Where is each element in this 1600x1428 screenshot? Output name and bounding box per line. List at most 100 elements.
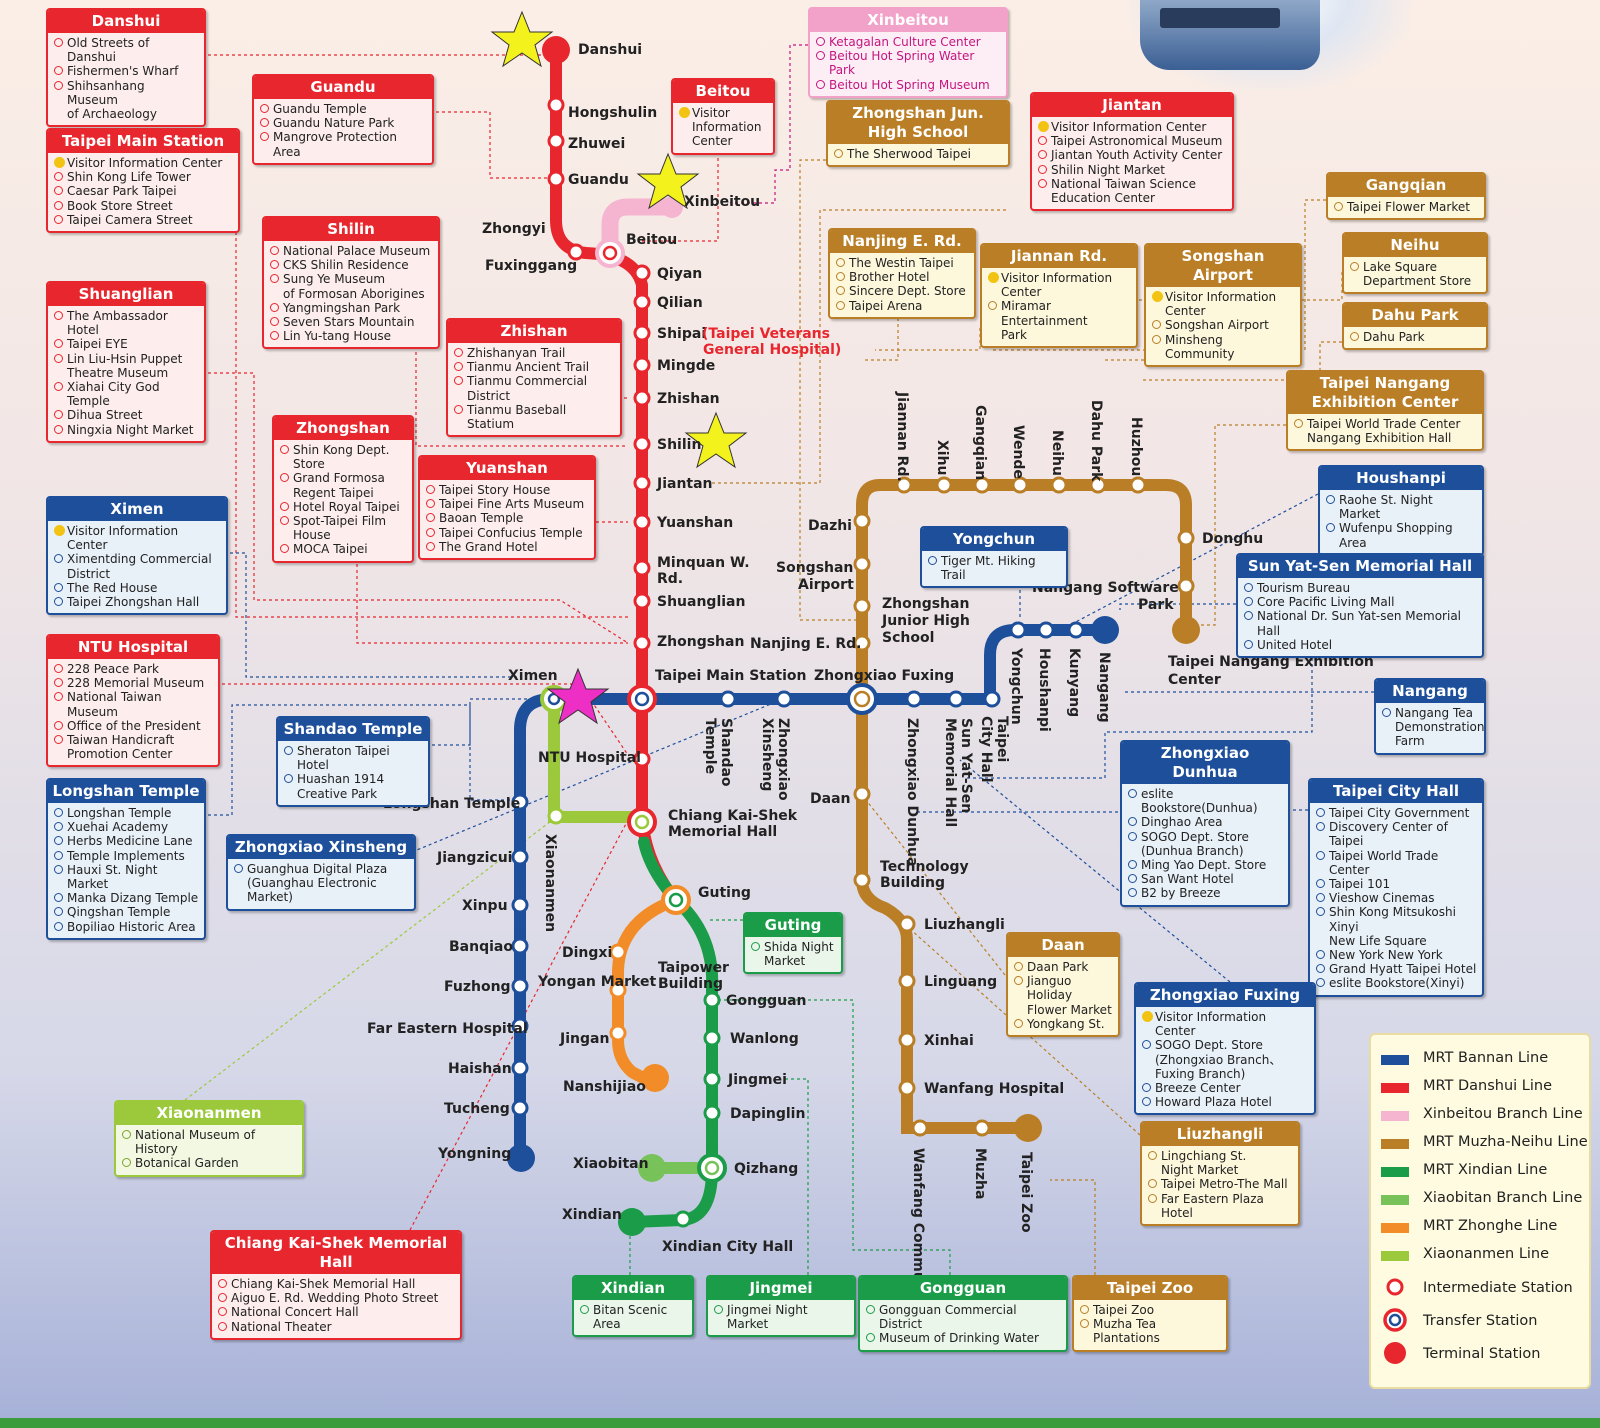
attraction-item: Lin Liu-Hsin Puppet Theatre Museum [54,352,199,380]
attraction-item: Taipei Confucius Temple [426,526,589,540]
station-label: Neihu [1049,430,1065,476]
legend-label: MRT Danshui Line [1423,1078,1553,1094]
card-title: Zhongshan [274,417,412,440]
legend-swatch-danshui [1381,1083,1409,1093]
card-title: Jiannan Rd. [982,245,1136,268]
attraction-item: Huashan 1914 Creative Park [284,772,423,801]
station-label: Shilin [657,437,701,453]
station-labels: Danshui Hongshulin Zhuwei Guandu Zhongyi… [367,42,1374,1312]
attraction-list: Tiger Mt. Hiking Trail [922,551,1066,586]
train-window [1160,8,1280,28]
card-title: Zhongshan Jun. High School [828,102,1008,144]
station-label: Shandao [718,718,734,787]
station-label: Airport [798,577,854,593]
station-label: Qizhang [734,1161,798,1177]
star-icon [636,152,700,210]
card-title: Sun Yat-Sen Memorial Hall [1238,555,1482,578]
station-label: Yongchun [1008,647,1024,725]
station-label: Dapinglin [730,1106,805,1122]
attraction-item: Mangrove Protection Area [260,130,427,159]
card-title: Longshan Temple [48,780,204,803]
attraction-item: Taipei Fine Arts Museum [426,497,589,511]
attraction-item: Lake Square Department Store [1350,260,1481,288]
attraction-item: Shin Kong Life Tower [54,170,233,184]
attraction-item: Guandu Temple [260,102,427,116]
attraction-item: Taipei Arena [836,299,969,313]
station-label: Donghu [1202,531,1263,547]
station-label: Jingan [559,1031,609,1047]
station-label: Qilian [657,295,703,311]
station-label: Dahu Park [1088,400,1104,482]
station-label: Zhishan [657,391,720,407]
attraction-item: National Dr. Sun Yat-sen Memorial Hall [1244,609,1477,638]
attraction-item: Breeze Center [1142,1081,1309,1095]
legend-label: Xinbeitou Branch Line [1423,1106,1583,1122]
attraction-item: Museum of Drinking Water [866,1331,1061,1345]
card-title: Shuanglian [48,283,204,306]
station-label: Memorial Hall [668,824,777,840]
attraction-item: Lingchiang St. Night Market [1148,1149,1293,1177]
card-title: Daan [1008,934,1118,957]
attraction-item: Taipei World Trade Center [1316,849,1477,877]
attraction-item: Miramar Entertainment Park [988,299,1131,342]
station-label: Yuanshan [656,515,733,531]
station-label: Xiaonanmen [542,834,558,932]
legend-label: MRT Muzha-Neihu Line [1423,1134,1588,1150]
attraction-item: The Westin Taipei [836,256,969,270]
station-label: School [882,630,934,646]
attraction-item: Muzha Tea Plantations [1080,1317,1221,1345]
station-label: Zhongxiao Dunhua [904,718,920,866]
station-label: Memorial Hall [942,718,958,827]
card-title: Guandu [254,76,432,99]
attraction-item: Ming Yao Dept. Store [1128,858,1283,872]
station-label: Xindian [562,1207,622,1223]
station-label: Xinhai [924,1033,974,1049]
attraction-item: Shilin Night Market [1038,163,1227,177]
attraction-item: Discovery Center of Taipei [1316,820,1477,848]
station-label: Yongan Market [537,974,656,990]
station-label: Building [880,875,945,891]
attraction-item: Visitor Information Center [988,271,1131,299]
station-label: Danshui [578,42,642,58]
card-title: Taipei Nangang Exhibition Center [1288,372,1482,414]
station-label: Houshanpi [1036,648,1052,732]
star-icon [490,10,554,68]
legend-swatch-xinbeitou [1381,1111,1409,1121]
attraction-list: Dahu Park [1344,327,1486,348]
attraction-item: Guanghua Digital Plaza (Guanghau Electro… [234,862,409,905]
attraction-item: Beitou Hot Spring Museum [816,78,1001,92]
attraction-item: Taipei Story House [426,483,589,497]
card-title: Gongguan [860,1277,1066,1300]
attraction-item: Sheraton Taipei Hotel [284,744,423,772]
card-title: Zhongxiao Fuxing [1136,984,1314,1007]
attraction-item: The Ambassador Hotel [54,309,199,337]
station-label: Sun Yat-Sen [958,718,974,813]
station-label: Guandu [568,172,629,188]
card-title: Liuzhangli [1142,1123,1298,1146]
star-markers [490,10,748,725]
station-label: Kunyang [1066,648,1082,717]
attraction-item: Vieshow Cinemas [1316,891,1477,905]
station-label: Taipower [658,960,729,976]
station-label: Banqiao [449,939,513,955]
station-label: Guting [698,885,751,901]
legend-station-icons [1383,1278,1407,1364]
